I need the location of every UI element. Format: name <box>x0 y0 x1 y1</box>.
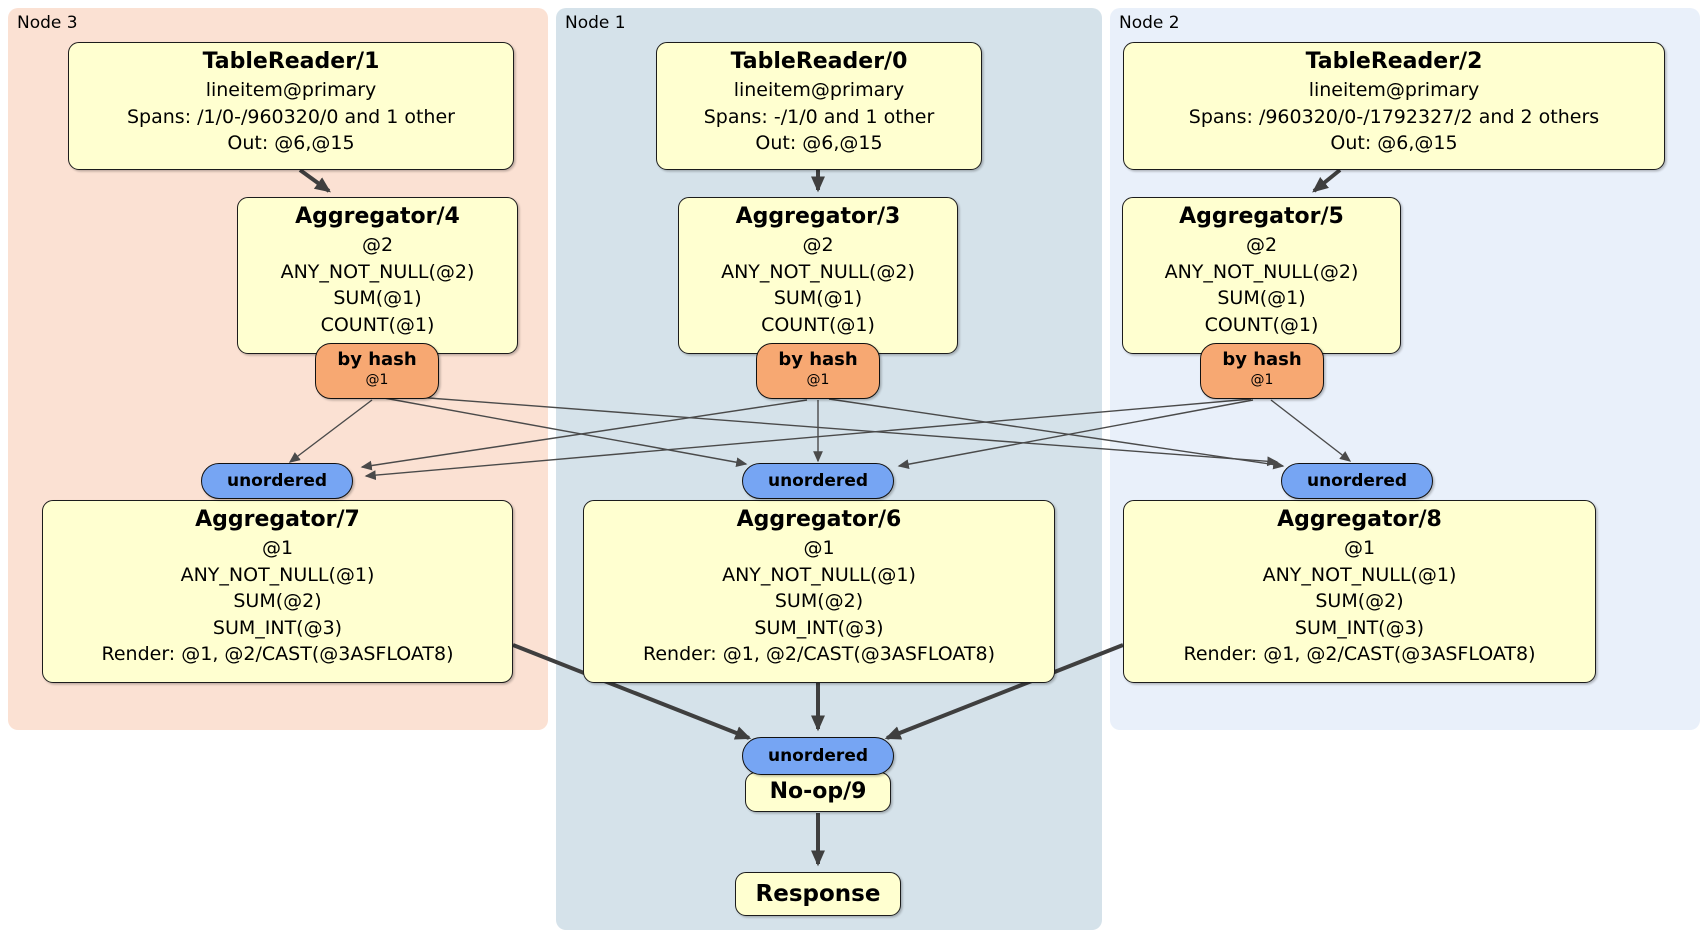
edge-router-left-sync-center <box>383 397 748 468</box>
processor-detail-line: SUM(@2) <box>233 590 322 612</box>
sync-unordered: unordered <box>1281 463 1433 499</box>
router-detail: @1 <box>1250 372 1274 388</box>
processor-detail-line: COUNT(@1) <box>761 313 875 336</box>
processor-title: Aggregator/6 <box>736 507 902 532</box>
response-node: Response <box>735 872 901 916</box>
processor-detail-line: @2 <box>1245 234 1278 256</box>
processor-detail-line: Spans: /960320/0-/1792327/2 and 2 others <box>1188 105 1600 128</box>
processor-detail-line: lineitem@primary <box>205 79 377 101</box>
processor-detail-line: COUNT(@1) <box>320 313 435 336</box>
processor-title: Aggregator/4 <box>295 204 460 229</box>
edge-agg8-sync-final <box>884 643 1124 740</box>
processor-detail-line: Render: @1, @2/CAST(@3ASFLOAT8) <box>101 643 454 665</box>
edge-router-center-sync-left <box>360 399 808 471</box>
edge-tr1-agg4 <box>298 168 331 193</box>
processor-detail-line: @1 <box>261 537 294 559</box>
processor-title: TableReader/0 <box>730 49 908 74</box>
processor-detail-line: ANY_NOT_NULL(@2) <box>1164 260 1359 283</box>
processor-aggregator-3: Aggregator/3 @2 ANY_NOT_NULL(@2) SUM(@1)… <box>678 197 958 354</box>
edge-router-center-sync-right <box>828 398 1285 470</box>
processor-tablereader-1: TableReader/1 lineitem@primary Spans: /1… <box>68 42 514 170</box>
processor-detail-line: Out: @6,@15 <box>227 132 355 154</box>
sync-unordered: unordered <box>742 737 894 775</box>
node1-region-label: Node 1 <box>565 13 626 33</box>
edge-tr2-agg5 <box>1312 168 1342 193</box>
processor-detail-line: Spans: -/1/0 and 1 other <box>703 105 935 128</box>
processor-title: Aggregator/7 <box>195 507 360 532</box>
processor-title: Response <box>755 881 881 907</box>
processor-detail-line: Out: @6,@15 <box>755 132 883 154</box>
router-by-hash: by hash @1 <box>756 343 880 399</box>
processor-noop-9: No-op/9 <box>745 772 891 812</box>
router-detail: @1 <box>806 372 830 388</box>
sync-unordered: unordered <box>201 463 353 499</box>
processor-title: Aggregator/8 <box>1277 507 1442 532</box>
processor-aggregator-6: Aggregator/6 @1 ANY_NOT_NULL(@1) SUM(@2)… <box>583 500 1055 683</box>
edge-router-left-sync-left <box>288 399 373 463</box>
processor-detail-line: SUM_INT(@3) <box>754 616 884 639</box>
router-label: by hash <box>778 349 858 370</box>
router-label: by hash <box>337 349 417 370</box>
processor-detail-line: @2 <box>802 234 834 256</box>
processor-title: TableReader/2 <box>1305 49 1483 74</box>
processor-tablereader-2: TableReader/2 lineitem@primary Spans: /9… <box>1123 42 1665 170</box>
processor-detail-line: SUM(@1) <box>333 287 422 309</box>
node3-region-label: Node 3 <box>17 13 78 33</box>
processor-detail-line: @2 <box>361 234 394 256</box>
processor-detail-line: SUM(@1) <box>773 287 863 309</box>
processor-detail-line: ANY_NOT_NULL(@1) <box>1262 563 1457 586</box>
edge-router-right-sync-right <box>1270 399 1352 462</box>
processor-detail-line: ANY_NOT_NULL(@1) <box>722 563 916 586</box>
processor-aggregator-5: Aggregator/5 @2 ANY_NOT_NULL(@2) SUM(@1)… <box>1122 197 1401 354</box>
processor-detail-line: SUM_INT(@3) <box>212 616 343 639</box>
processor-tablereader-0: TableReader/0 lineitem@primary Spans: -/… <box>656 42 982 170</box>
processor-detail-line: Render: @1, @2/CAST(@3ASFLOAT8) <box>1183 643 1536 665</box>
processor-detail-line: lineitem@primary <box>1308 79 1480 101</box>
processor-detail-line: SUM(@2) <box>1315 590 1404 612</box>
processor-aggregator-7: Aggregator/7 @1 ANY_NOT_NULL(@1) SUM(@2)… <box>42 500 513 683</box>
edge-agg7-sync-final <box>512 643 752 740</box>
processor-aggregator-4: Aggregator/4 @2 ANY_NOT_NULL(@2) SUM(@1)… <box>237 197 518 354</box>
router-detail: @1 <box>365 372 389 388</box>
processor-detail-line: Render: @1, @2/CAST(@3ASFLOAT8) <box>643 643 995 665</box>
processor-detail-line: SUM_INT(@3) <box>1294 616 1425 639</box>
router-by-hash: by hash @1 <box>315 343 439 399</box>
edge-router-right-sync-center <box>897 399 1254 470</box>
processor-detail-line: ANY_NOT_NULL(@1) <box>180 563 375 586</box>
edge-router-right-sync-left <box>364 398 1252 481</box>
sync-unordered: unordered <box>742 463 894 499</box>
processor-detail-line: @1 <box>1343 537 1376 559</box>
processor-detail-line: ANY_NOT_NULL(@2) <box>721 260 915 283</box>
processor-detail-line: @1 <box>803 537 835 559</box>
processor-aggregator-8: Aggregator/8 @1 ANY_NOT_NULL(@1) SUM(@2)… <box>1123 500 1596 683</box>
processor-title: TableReader/1 <box>202 49 380 74</box>
processor-detail-line: lineitem@primary <box>733 79 905 101</box>
processor-title: Aggregator/3 <box>735 204 901 229</box>
processor-detail-line: COUNT(@1) <box>1204 313 1319 336</box>
processor-detail-line: ANY_NOT_NULL(@2) <box>280 260 475 283</box>
edge-router-left-sync-right <box>388 394 1279 467</box>
processor-title: Aggregator/5 <box>1179 204 1344 229</box>
node2-region-label: Node 2 <box>1119 13 1180 33</box>
processor-detail-line: SUM(@1) <box>1217 287 1306 309</box>
processor-detail-line: Spans: /1/0-/960320/0 and 1 other <box>127 105 455 128</box>
router-by-hash: by hash @1 <box>1200 343 1324 399</box>
processor-title: No-op/9 <box>769 779 867 804</box>
router-label: by hash <box>1222 349 1302 370</box>
processor-detail-line: Out: @6,@15 <box>1330 132 1458 154</box>
processor-detail-line: SUM(@2) <box>774 590 864 612</box>
